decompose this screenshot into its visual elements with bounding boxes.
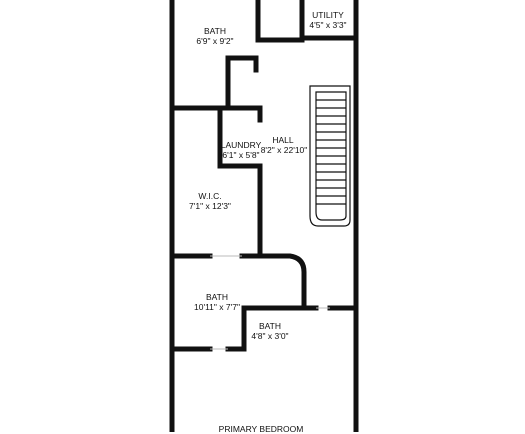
bath-mid-wall-curve xyxy=(239,253,319,311)
staircase xyxy=(309,85,351,227)
bath-top-wall-notch xyxy=(225,55,259,73)
room-bath-small-name: BATH xyxy=(258,321,282,331)
room-bath-mid-dims: 10'11" x 7'7" xyxy=(194,302,240,312)
room-laundry-name: LAUNDRY xyxy=(220,140,262,150)
room-hall-dims: 8'2" x 22'10" xyxy=(260,145,308,155)
room-wic-name: W.I.C. xyxy=(198,191,222,201)
room-utility-dims: 4'5" x 3'3" xyxy=(309,20,347,30)
room-laundry-dims: 6'1" x 5'8" xyxy=(222,150,260,160)
room-primary-bedroom-name: PRIMARY BEDROOM xyxy=(218,424,304,434)
laundry-wall-left xyxy=(217,105,263,169)
bath-top-wall-lower-right xyxy=(225,55,259,111)
room-utility-name: UTILITY xyxy=(312,10,344,20)
room-bath-small-dims: 4'8" x 3'0" xyxy=(251,331,289,341)
room-bath-mid-name: BATH xyxy=(205,292,229,302)
room-wic-dims: 7'1" x 12'3" xyxy=(189,201,231,211)
bath-small-wall xyxy=(225,305,247,352)
room-bath-top-name: BATH xyxy=(203,26,227,36)
room-hall-name: HALL xyxy=(272,135,294,145)
room-bath-top-dims: 6'9" x 9'2" xyxy=(196,36,234,46)
